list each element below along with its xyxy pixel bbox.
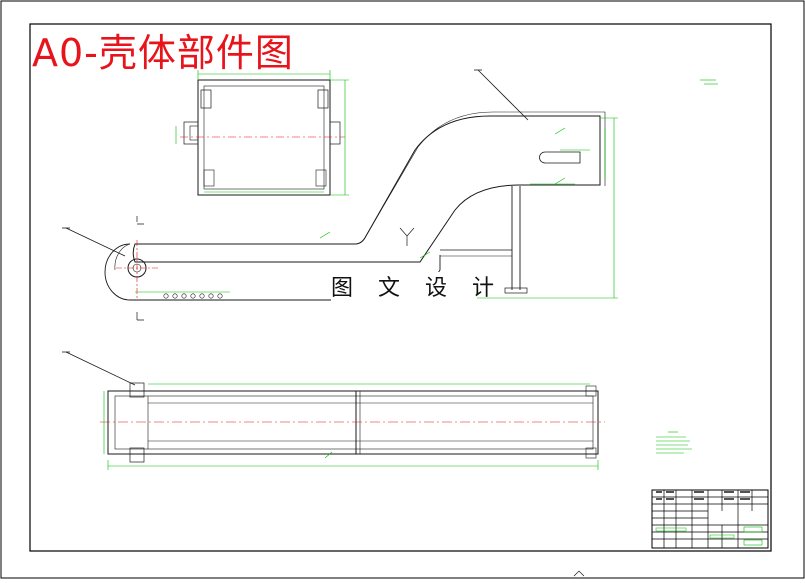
inner-frame: [29, 23, 772, 552]
watermark: 图 文 设 计: [331, 272, 494, 306]
bottom-view-dimensions: [103, 383, 599, 470]
bottom-marker: [573, 570, 585, 577]
housing-bottom-view: [100, 382, 605, 463]
housing-front-view: [104, 111, 606, 321]
drawing-title: A0-壳体部件图: [32, 31, 294, 75]
front-view-dimensions: [135, 117, 618, 299]
housing-top-view: [175, 70, 349, 196]
technical-notes: [656, 79, 718, 454]
title-block: [651, 489, 769, 549]
leader-lines: [62, 69, 529, 386]
